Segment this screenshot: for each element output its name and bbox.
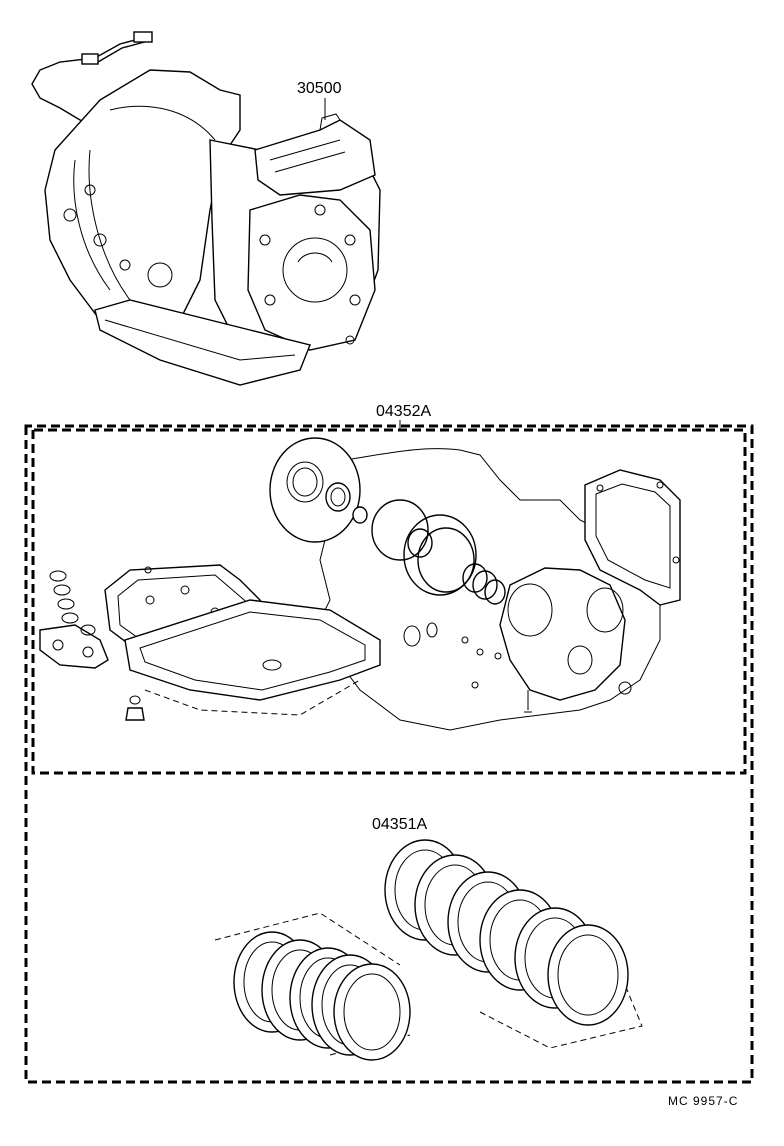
label-04352a: 04352A [376, 403, 431, 420]
gasket-kit-drawing [39, 437, 681, 731]
transmission-assembly-drawing [31, 31, 381, 386]
drawing-code: MC 9957-C [668, 1094, 738, 1108]
kit-04351a-boundary [24, 424, 754, 1084]
label-30500: 30500 [297, 80, 342, 97]
kit-04352a-boundary [31, 428, 747, 775]
clutch-discs-drawing [214, 839, 643, 1061]
label-04351a: 04351A [372, 816, 427, 833]
